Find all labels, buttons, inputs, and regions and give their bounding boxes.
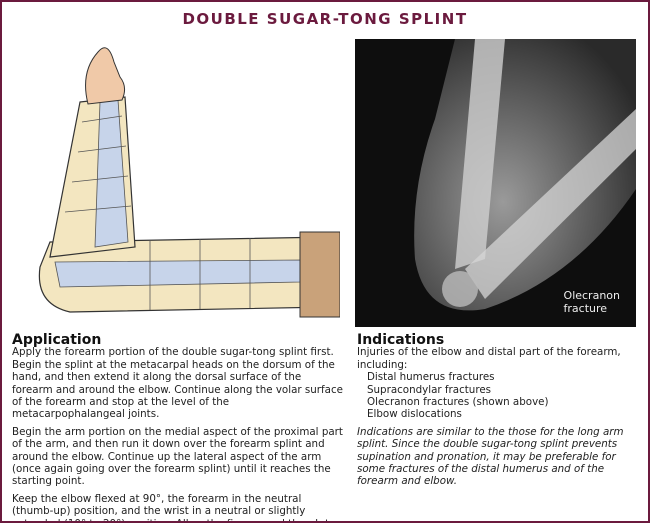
splint-illustration [38, 47, 340, 318]
application-paragraph: Begin the arm portion on the medial aspe… [12, 425, 343, 488]
indications-note: Indications are similar to the those for… [357, 425, 624, 488]
application-section: Application Apply the forearm portion of… [12, 332, 344, 521]
xray-caption: Olecranon fracture [564, 289, 620, 315]
application-heading: Application [12, 332, 102, 348]
indications-heading: Indications [357, 332, 445, 348]
indication-item: Olecranon fractures (shown above) [367, 396, 549, 409]
olecranon-xray-image: Olecranon fracture [355, 39, 636, 327]
application-paragraph: Keep the elbow flexed at 90°, the forear… [12, 492, 335, 521]
caption-line: Olecranon [563, 289, 620, 302]
indication-item: Elbow dislocations [367, 408, 462, 421]
indications-intro: Injuries of the elbow and distal part of… [357, 346, 621, 371]
indications-section: Indications Injuries of the elbow and di… [357, 332, 647, 493]
caption-line: fracture [563, 302, 608, 315]
application-paragraph: Apply the forearm portion of the double … [12, 346, 343, 421]
indication-item: Supracondylar fractures [367, 383, 492, 396]
indications-list: Distal humerus fractures Supracondylar f… [357, 371, 647, 421]
page-title: DOUBLE SUGAR-TONG SPLINT [182, 10, 468, 28]
indication-item: Distal humerus fractures [367, 371, 495, 384]
